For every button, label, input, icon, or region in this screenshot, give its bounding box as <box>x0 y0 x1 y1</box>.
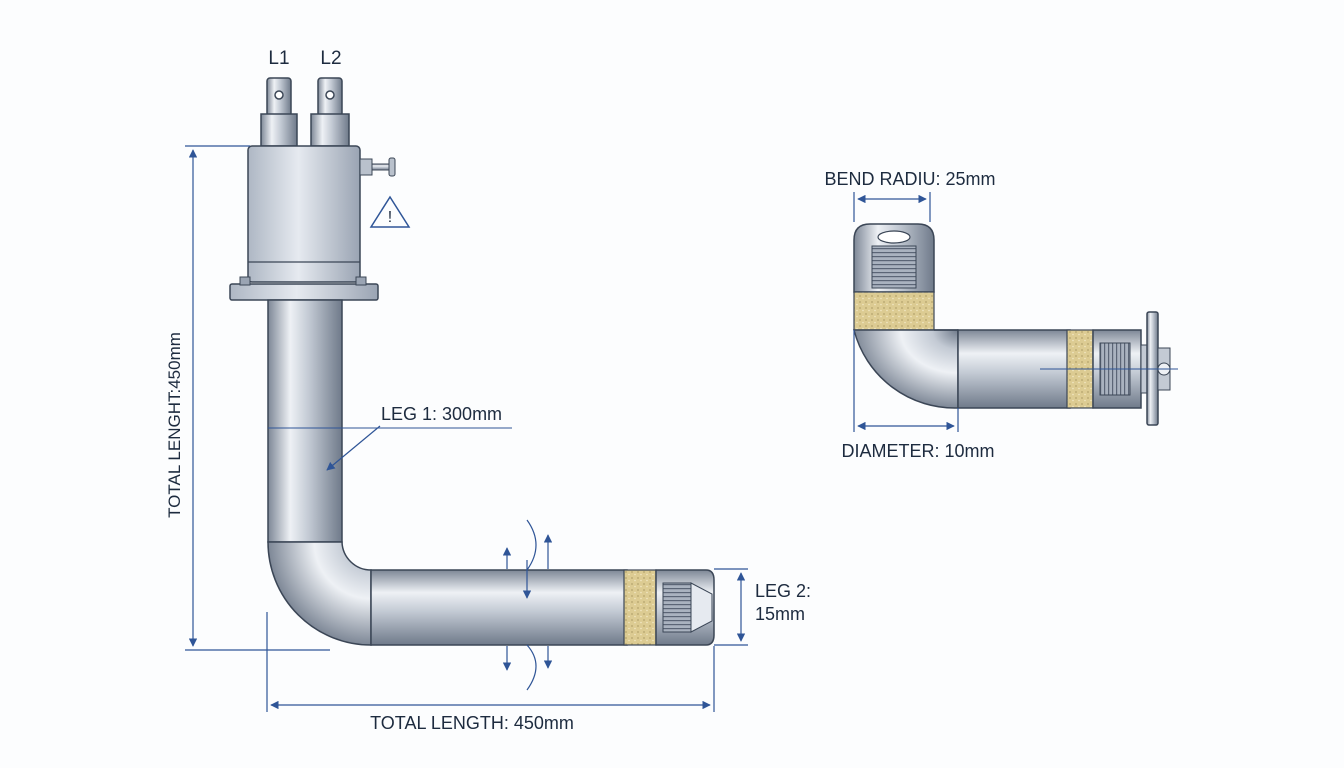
terminal-l2 <box>310 77 350 147</box>
heater-tube <box>267 299 715 646</box>
diameter-label: DIAMETER: 10mm <box>841 441 994 461</box>
terminal-l1 <box>260 77 298 147</box>
warning-symbol: ! <box>388 209 392 226</box>
terminal-head-housing <box>229 145 379 301</box>
bend-radius-label: BEND RADIU: 25mm <box>824 169 995 189</box>
terminal-l2-label: L2 <box>320 48 341 69</box>
horizontal-dimension-label: TOTAL LENGTH: 450mm <box>370 713 574 733</box>
vertical-dimension-label: TOTAL LENGHT:450mm <box>165 332 184 518</box>
main-heater-view: ! TOTAL <box>165 48 811 733</box>
leg2-dimension <box>714 568 748 646</box>
detail-bend-view: BEND RADIU: 25mm DIAMETER: 10mm <box>824 169 1178 461</box>
warning-icon: ! <box>369 195 411 228</box>
leg2-label-line1: LEG 2: <box>755 581 811 601</box>
horizontal-dimension <box>266 612 715 712</box>
vertical-dimension <box>185 145 330 651</box>
leg2-label-line2: 15mm <box>755 604 805 624</box>
terminal-l1-label: L1 <box>268 48 289 69</box>
flow-indicators <box>502 519 553 691</box>
leg1-label: LEG 1: 300mm <box>381 404 502 424</box>
ground-screw <box>359 157 396 177</box>
